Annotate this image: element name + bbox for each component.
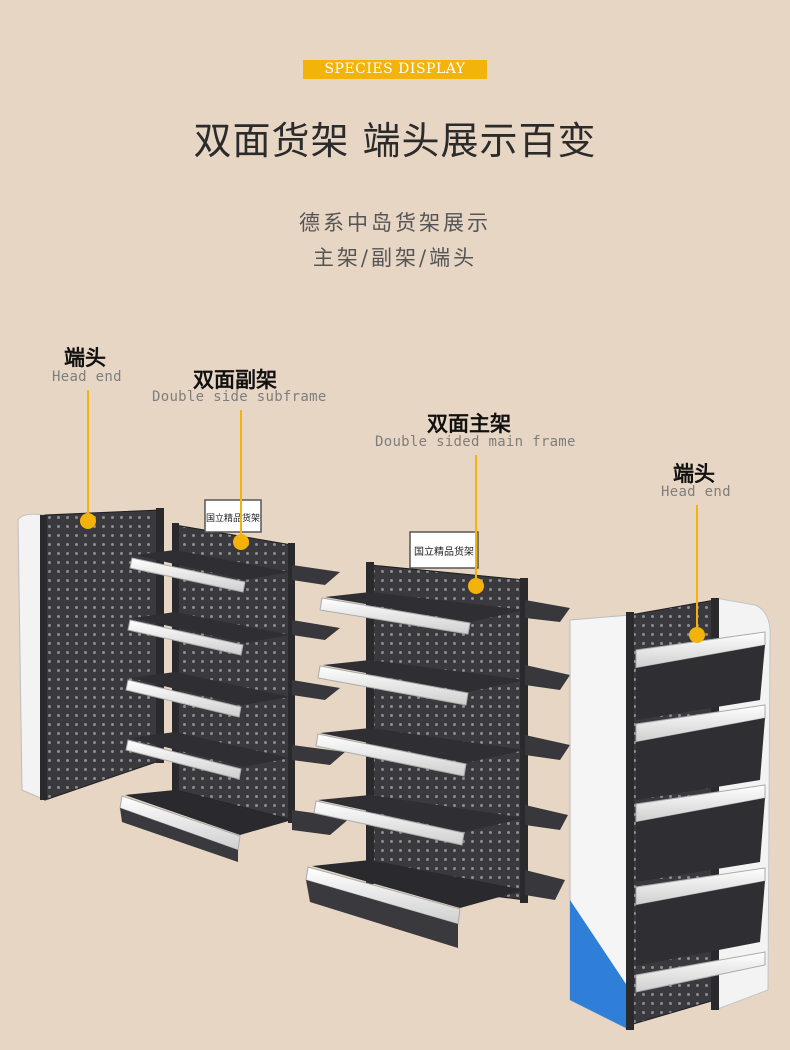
callout-dot-left-head-end bbox=[80, 513, 96, 529]
callout-right-head-end-cn: 端头 bbox=[673, 462, 715, 486]
double-sided-main-frame-unit: 国立精品货架 bbox=[305, 531, 570, 948]
subtitle-line-1: 德系中岛货架展示 bbox=[299, 211, 491, 235]
callout-left-head-end-en: Head end bbox=[52, 369, 122, 385]
callout-dot-main-frame bbox=[468, 578, 484, 594]
double-side-subframe-unit: 国立精品货架 bbox=[119, 499, 350, 862]
mainframe-sign-text: 国立精品货架 bbox=[414, 545, 474, 558]
left-head-end-unit bbox=[17, 508, 164, 801]
subtitle-line-2: 主架/副架/端头 bbox=[312, 246, 478, 270]
callout-dot-subframe bbox=[233, 534, 249, 550]
callout-main-frame-en: Double sided main frame bbox=[375, 434, 576, 450]
species-display-badge: SPECIES DISPLAY bbox=[303, 60, 487, 79]
callout-subframe-en: Double side subframe bbox=[152, 389, 327, 405]
subframe-sign bbox=[204, 499, 262, 533]
callout-subframe-cn: 双面副架 bbox=[193, 368, 277, 392]
subframe-sign-text: 国立精品货架 bbox=[206, 512, 260, 524]
callout-dot-right-head-end bbox=[689, 627, 705, 643]
callout-right-head-end-en: Head end bbox=[661, 484, 731, 500]
page-headline: 双面货架 端头展示百变 bbox=[193, 119, 597, 163]
mainframe-sign bbox=[409, 531, 479, 569]
callout-main-frame-cn: 双面主架 bbox=[427, 412, 511, 436]
callout-left-head-end-cn: 端头 bbox=[64, 346, 106, 370]
right-head-end-unit bbox=[569, 597, 771, 1031]
callout-markers bbox=[80, 390, 705, 643]
